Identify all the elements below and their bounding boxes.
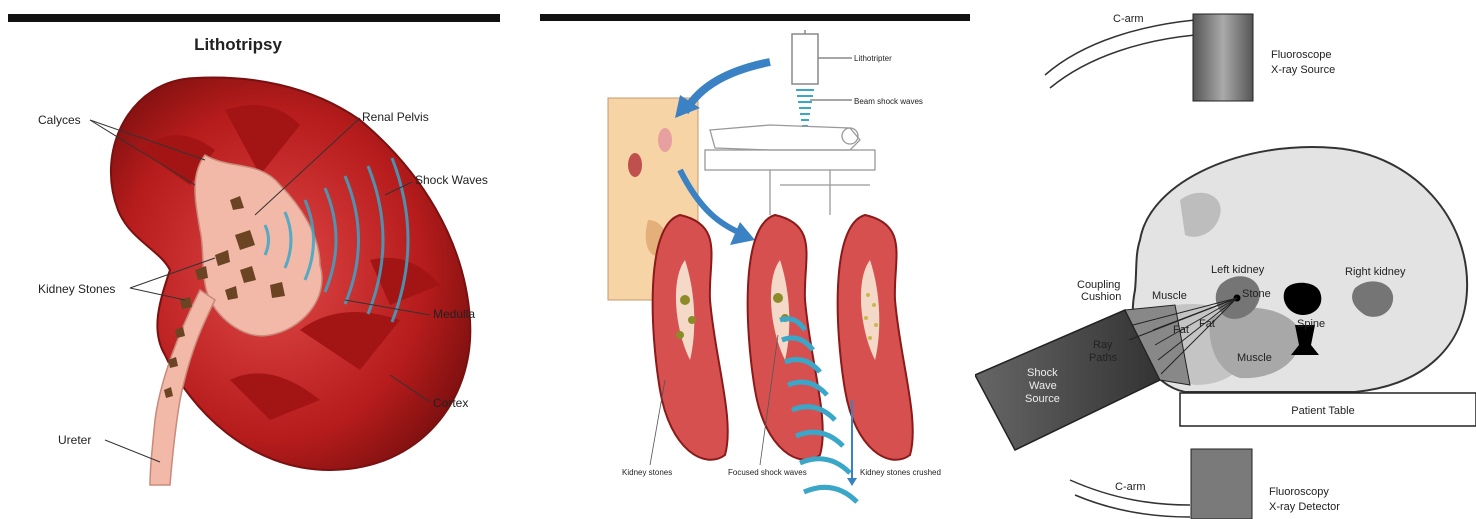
label-fat-1: Fat [1173, 324, 1189, 336]
label-kidney-stones-2: Kidney stones [622, 468, 672, 477]
label-cushion: Cushion [1081, 291, 1121, 303]
label-fluoroscopy: Fluoroscopy [1269, 486, 1329, 498]
eswl-procedure-panel: Lithotripter Beam shock waves [530, 0, 980, 519]
eswl-procedure-figure: Lithotripter Beam shock waves [530, 0, 980, 519]
c-arm-top-curve-inner [1050, 35, 1195, 88]
label-patient-table: Patient Table [1291, 405, 1354, 417]
label-ray: Ray [1093, 339, 1113, 351]
label-left-kidney: Left kidney [1211, 264, 1265, 276]
label-paths: Paths [1089, 352, 1118, 364]
label-lithotripter: Lithotripter [854, 54, 892, 63]
label-kidney-stones: Kidney Stones [38, 282, 115, 296]
label-renal-pelvis: Renal Pelvis [362, 110, 429, 124]
torso-kidney-right [658, 128, 672, 152]
crushed-down-arrow-head [847, 478, 857, 486]
label-calyces: Calyces [38, 113, 81, 127]
beam-shock-waves-icon [796, 90, 814, 126]
label-focused-shock-waves: Focused shock waves [728, 468, 807, 477]
panel1-title: Lithotripsy [194, 35, 282, 54]
label-cortex: Cortex [433, 396, 468, 410]
label-source: Source [1025, 393, 1060, 405]
label-beam-shock-waves: Beam shock waves [854, 97, 923, 106]
label-fat-2: Fat [1199, 318, 1215, 330]
label-right-kidney: Right kidney [1345, 266, 1406, 278]
lithotripsy-kidney-panel: Lithotripsy [0, 0, 510, 519]
label-c-arm-bottom: C-arm [1115, 481, 1146, 493]
label-muscle-left: Muscle [1152, 290, 1187, 302]
c-arm-bottom-curve-inner [1075, 495, 1190, 517]
label-c-arm-top: C-arm [1113, 13, 1144, 25]
patient-table-outline [705, 125, 875, 215]
label-wave: Wave [1029, 380, 1057, 392]
arrow-to-kidneys-head [730, 222, 755, 245]
fluoroscopy-cross-section-panel: C-arm Fluoroscope X-ray Source [975, 0, 1476, 519]
label-shock-waves: Shock Waves [415, 173, 488, 187]
fluoroscopy-cross-section-figure: C-arm Fluoroscope X-ray Source [975, 0, 1476, 519]
shock-wave-source [975, 305, 1190, 450]
label-xray-detector: X-ray Detector [1269, 501, 1340, 513]
fluoroscope-xray-source [1193, 14, 1253, 101]
label-spine: Spine [1297, 318, 1325, 330]
panel1-top-bar [8, 14, 500, 22]
label-xray-source: X-ray Source [1271, 64, 1335, 76]
kidney-stage-3 [838, 215, 913, 460]
kidney-stage-1 [653, 215, 728, 460]
label-kidney-stones-crushed: Kidney stones crushed [860, 468, 941, 477]
label-fluoroscope: Fluoroscope [1271, 49, 1332, 61]
label-ureter: Ureter [58, 433, 91, 447]
c-arm-top-curve [1045, 20, 1195, 75]
label-muscle-bottom: Muscle [1237, 352, 1272, 364]
label-medulla: Medulla [433, 307, 475, 321]
panel2-top-bar [540, 14, 970, 21]
torso-kidney-left [628, 153, 642, 177]
label-coupling: Coupling [1077, 279, 1120, 291]
label-stone: Stone [1242, 288, 1271, 300]
lithotripsy-kidney-figure: Lithotripsy [0, 0, 510, 519]
fluoroscopy-xray-detector [1191, 449, 1252, 519]
label-shock: Shock [1027, 367, 1058, 379]
